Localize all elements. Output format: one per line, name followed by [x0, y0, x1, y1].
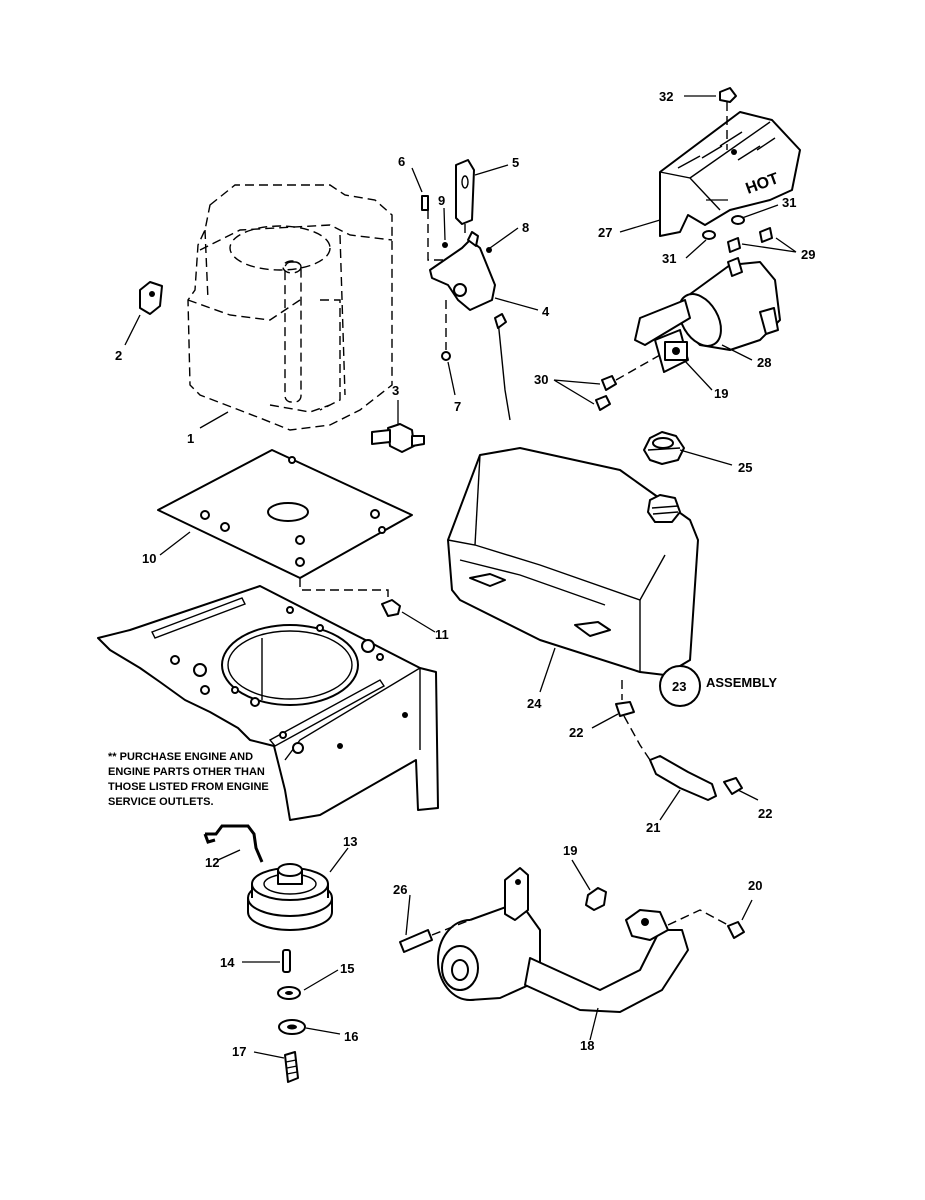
callout-15: 15 [340, 961, 354, 976]
callout-28: 28 [757, 355, 771, 370]
engine [187, 184, 393, 431]
callout-17: 17 [232, 1044, 246, 1059]
assembly-reference [659, 665, 701, 707]
part-12-rod [203, 824, 264, 863]
callout-27: 27 [598, 225, 612, 240]
callout-9: 9 [438, 193, 445, 208]
muffler-lower [399, 867, 745, 1013]
part-11-bolt [381, 599, 401, 617]
part-2-clip [139, 281, 163, 315]
mower-frame [97, 585, 439, 821]
engine-mount-plate [157, 449, 413, 608]
callout-32: 32 [659, 89, 673, 104]
callout-22-upper: 22 [569, 725, 583, 740]
callout-labels: 1 2 3 4 5 6 7 8 9 10 11 12 13 14 15 16 1… [115, 89, 815, 1059]
leader-lines [124, 95, 797, 1059]
callout-22-lower: 22 [758, 806, 772, 821]
callout-25: 25 [738, 460, 752, 475]
callout-24: 24 [527, 696, 542, 711]
callout-13: 13 [343, 834, 357, 849]
note-line-2: ENGINE PARTS OTHER THAN [108, 766, 265, 778]
fuel-line [615, 680, 743, 801]
callout-26: 26 [393, 882, 407, 897]
callout-21: 21 [646, 820, 660, 835]
callout-16: 16 [344, 1029, 358, 1044]
callout-7: 7 [454, 399, 461, 414]
part-3-fitting [371, 423, 425, 453]
muffler-upper [595, 215, 781, 411]
assembly-label: ASSEMBLY [706, 675, 777, 690]
callout-12: 12 [205, 855, 219, 870]
callout-10: 10 [142, 551, 156, 566]
note-line-1: ** PURCHASE ENGINE AND [108, 751, 253, 763]
engine-purchase-note: ** PURCHASE ENGINE AND ENGINE PARTS OTHE… [108, 751, 269, 808]
note-line-4: SERVICE OUTLETS. [108, 796, 214, 808]
callout-31-left: 31 [662, 251, 676, 266]
engine-pulley [247, 863, 333, 931]
callout-29: 29 [801, 247, 815, 262]
callout-4: 4 [542, 304, 550, 319]
callout-8: 8 [522, 220, 529, 235]
callout-2: 2 [115, 348, 122, 363]
callout-5: 5 [512, 155, 519, 170]
callout-30: 30 [534, 372, 548, 387]
callout-1: 1 [187, 431, 194, 446]
heat-shield: HOT [659, 87, 801, 237]
callout-3: 3 [392, 383, 399, 398]
callout-20: 20 [748, 878, 762, 893]
fuel-cap [643, 431, 685, 465]
callout-23: 23 [672, 679, 686, 694]
callout-6: 6 [398, 154, 405, 169]
pulley-hardware [277, 949, 306, 1083]
callout-14: 14 [220, 955, 235, 970]
callout-19-upper: 19 [714, 386, 728, 401]
callout-19-lower: 19 [563, 843, 577, 858]
note-line-3: THOSE LISTED FROM ENGINE [108, 781, 269, 793]
callout-31-right: 31 [782, 195, 796, 210]
callout-11: 11 [435, 627, 449, 642]
throttle-control-assembly [421, 159, 511, 421]
fuel-tank [447, 447, 699, 676]
callout-18: 18 [580, 1038, 594, 1053]
